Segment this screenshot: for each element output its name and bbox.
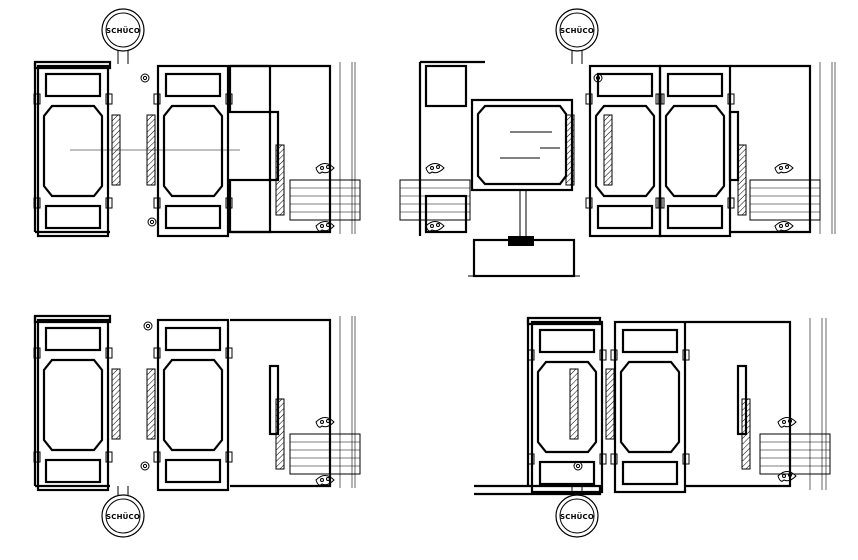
logo-text: SCHÜCO [106, 26, 140, 35]
schuco-logo-bottom-left: SCHÜCO [101, 486, 145, 538]
schuco-logo-top-left: SCHÜCO [101, 8, 145, 64]
logo-text: SCHÜCO [560, 26, 594, 35]
logo-text: SCHÜCO [560, 512, 594, 521]
schuco-logo-bottom-right: SCHÜCO [555, 486, 599, 538]
section-bottom-right [474, 316, 831, 496]
section-top-left [32, 60, 361, 238]
schuco-logo-top-right: SCHÜCO [555, 8, 599, 64]
logo-text: SCHÜCO [106, 512, 140, 521]
section-top-right [399, 60, 836, 278]
section-bottom-left [32, 314, 361, 492]
